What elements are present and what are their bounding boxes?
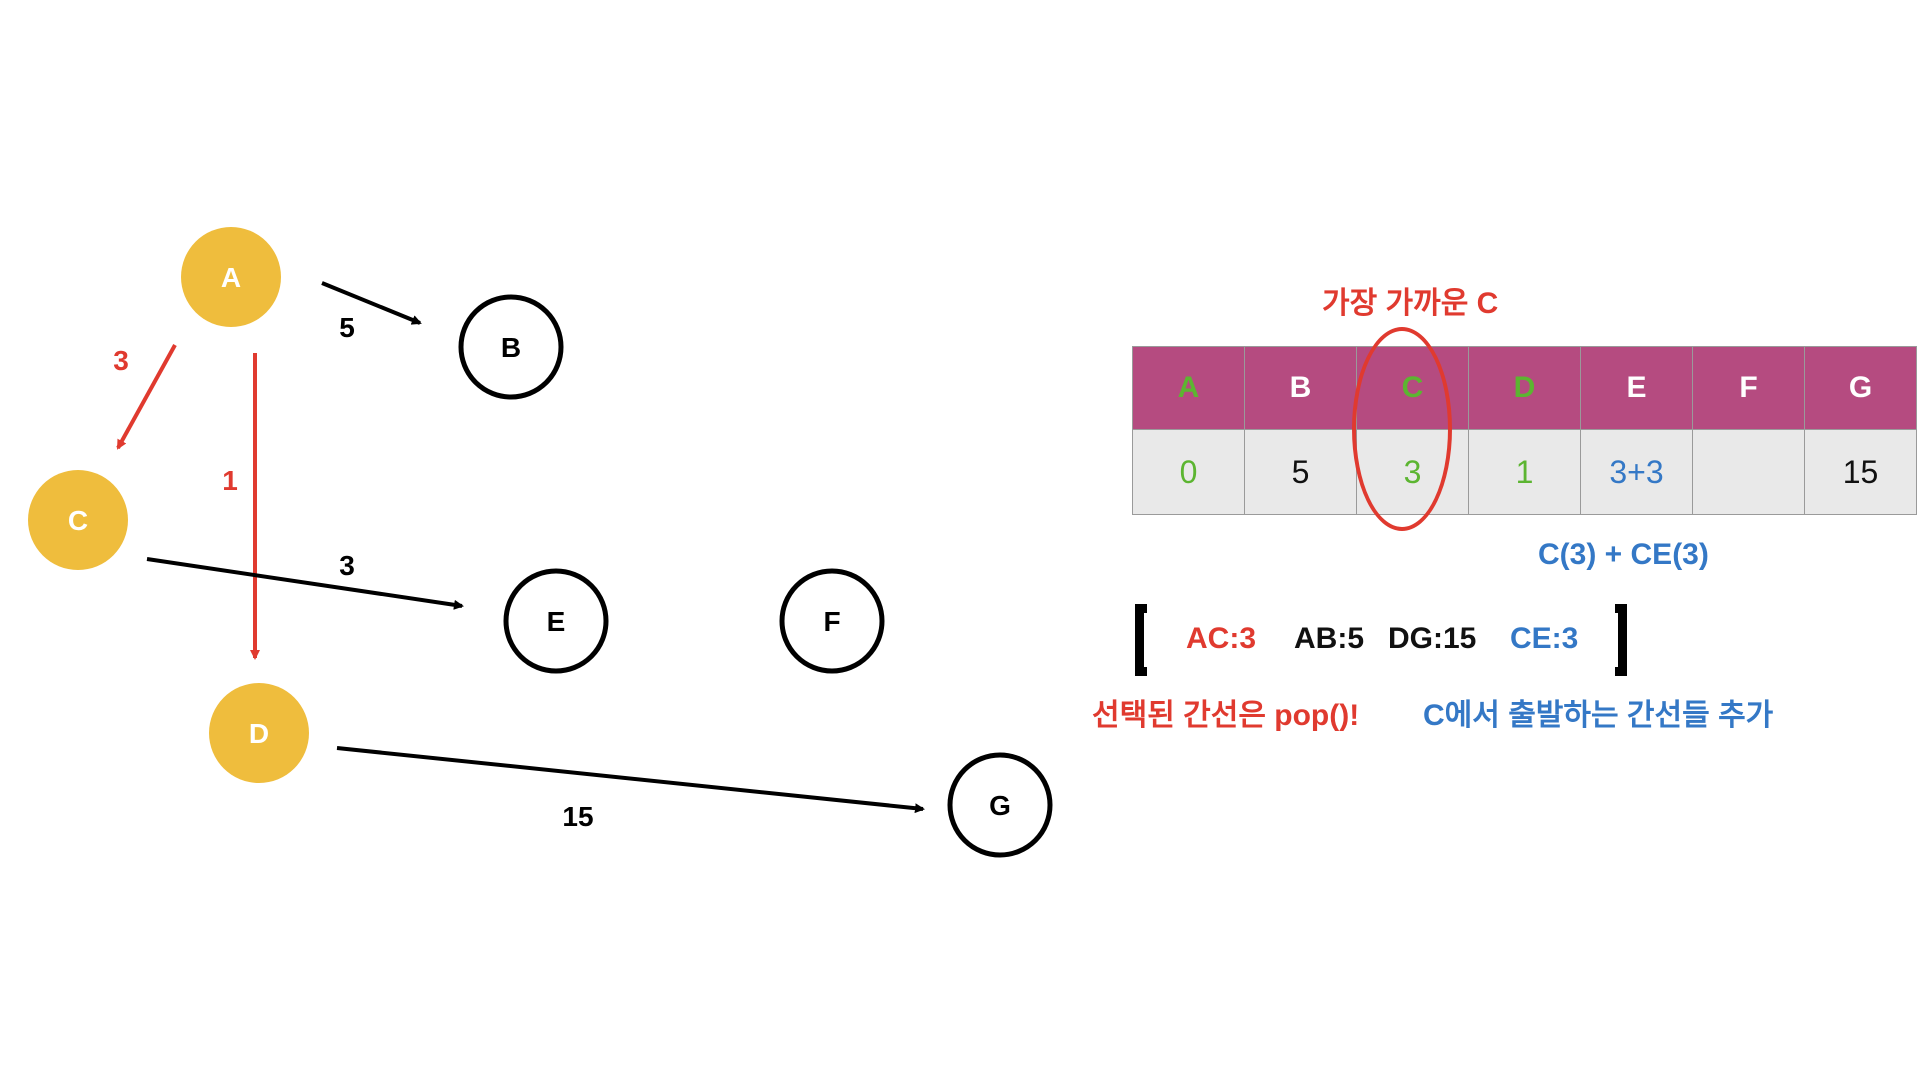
table-cell-g: 15 [1804,429,1917,515]
edge-dg [336,746,925,814]
node-g [947,752,1053,858]
highlight-ring [1352,327,1452,531]
edge-ab [321,281,422,325]
queue-item: CE:3 [1510,622,1579,655]
table-cell-e: 3+3 [1580,429,1693,515]
table-cell-f [1692,429,1805,515]
queue-open-bracket [1135,604,1147,676]
queue-item: AB:5 [1294,622,1365,655]
node-label-g: G [989,790,1011,821]
edge-weight-ac: 3 [113,345,129,376]
table-header-e: E [1580,346,1693,430]
edge-weight-ab: 5 [339,312,355,343]
node-label-f: F [823,606,840,637]
edge-weight-ce: 3 [339,550,355,581]
queue-item: DG:15 [1388,622,1477,655]
distance-update-note: C(3) + CE(3) [1538,538,1709,571]
queue-item: AC:3 [1186,622,1257,655]
table-cell-b: 5 [1244,429,1357,515]
popped-edge-note: 선택된 간선은 pop()! [1092,699,1360,732]
node-d [209,683,309,783]
node-f [779,568,885,674]
node-label-e: E [547,606,566,637]
table-header-f: F [1692,346,1805,430]
edge-ac [116,344,177,450]
edge-ce [146,557,464,610]
table-cell-d: 1 [1468,429,1581,515]
table-header-b: B [1244,346,1357,430]
node-a [181,227,281,327]
node-label-b: B [501,332,521,363]
added-edges-note: C에서 출발하는 간선들 추가 [1423,699,1774,732]
node-label-a: A [221,262,241,293]
node-label-c: C [68,505,88,536]
table-header-a: A [1132,346,1245,430]
node-c [28,470,128,570]
edge-weight-dg: 15 [562,801,593,832]
node-b [458,294,564,400]
node-e [503,568,609,674]
edge-weight-ad: 1 [222,465,238,496]
queue-close-bracket [1615,604,1627,676]
table-cell-a: 0 [1132,429,1245,515]
closest-node-note: 가장 가까운 C [1322,287,1499,320]
node-label-d: D [249,718,269,749]
table-header-d: D [1468,346,1581,430]
table-header-g: G [1804,346,1917,430]
